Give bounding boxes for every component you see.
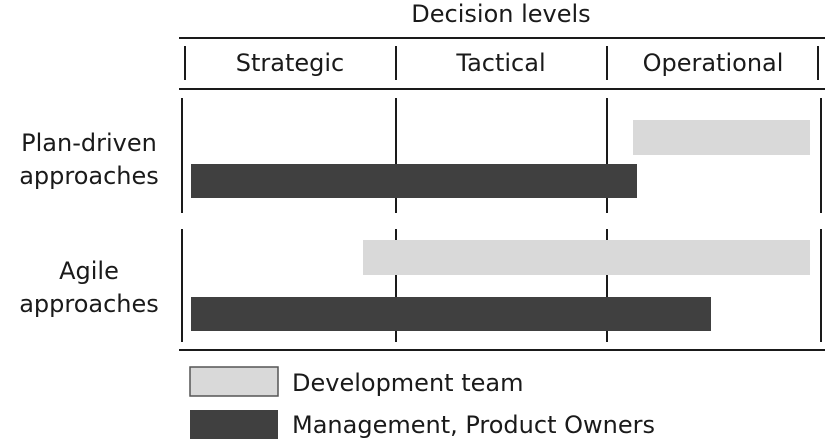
column-header-tactical: Tactical bbox=[455, 49, 545, 77]
diagram-title: Decision levels bbox=[411, 0, 590, 28]
row-label-agile-line2: approaches bbox=[19, 290, 159, 318]
legend-swatch-development-team bbox=[189, 366, 279, 397]
plan-driven-management-bar bbox=[191, 164, 637, 198]
column-header-strategic: Strategic bbox=[236, 49, 345, 77]
legend-swatch-management bbox=[190, 410, 278, 439]
row-label-agile-line1: Agile bbox=[59, 257, 119, 285]
legend-label-management: Management, Product Owners bbox=[292, 411, 655, 439]
row-label-plan-driven-line1: Plan-driven bbox=[21, 129, 157, 157]
column-header-operational: Operational bbox=[643, 49, 784, 77]
agile-development-team-bar bbox=[363, 240, 810, 275]
agile-management-bar bbox=[191, 297, 711, 331]
row-label-plan-driven-line2: approaches bbox=[19, 162, 159, 190]
legend-label-development-team: Development team bbox=[292, 369, 523, 397]
plan-driven-development-team-bar bbox=[633, 120, 810, 155]
